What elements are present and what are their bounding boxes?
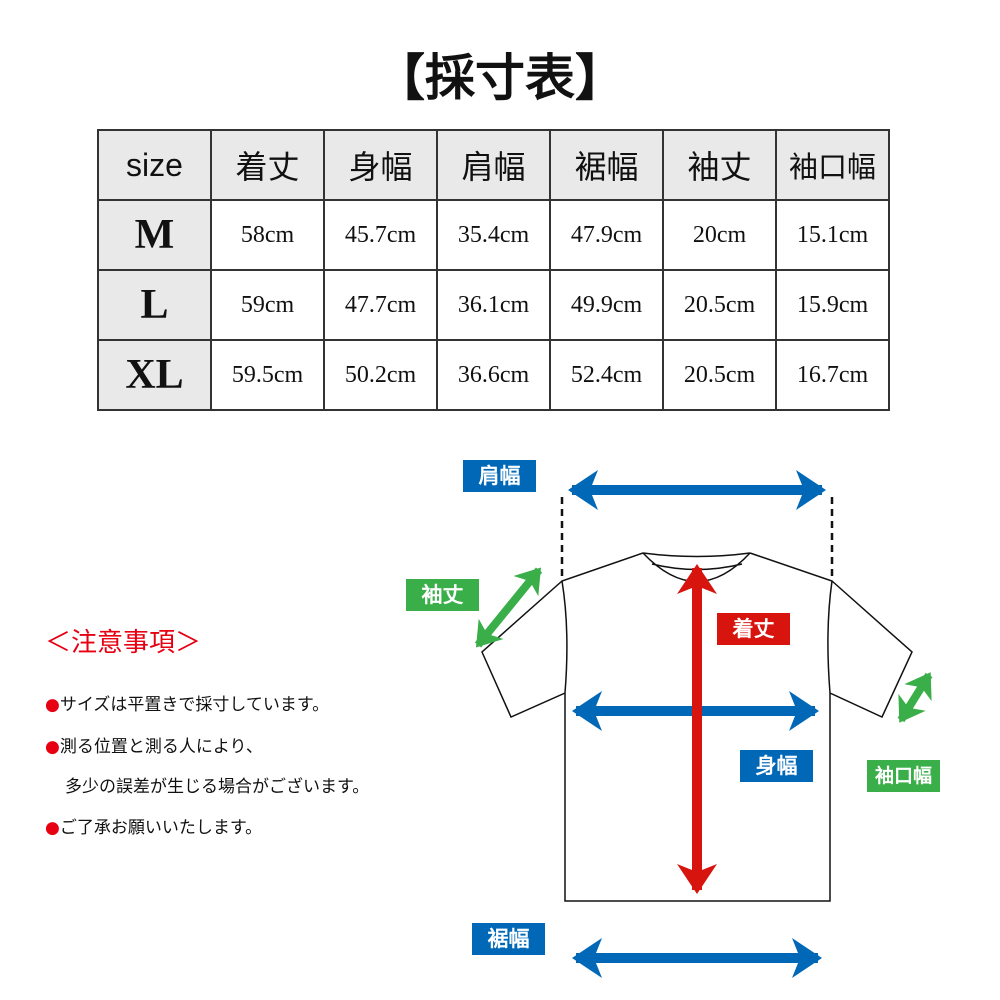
header-cell: 肩幅: [436, 129, 551, 201]
size-cell: XL: [97, 339, 212, 411]
table-cell: 20cm: [662, 199, 777, 271]
table-cell: 59.5cm: [210, 339, 325, 411]
table-cell: 15.1cm: [775, 199, 890, 271]
note-line: ●サイズは平置きで採寸しています。: [45, 695, 330, 715]
table-cell: 20.5cm: [662, 339, 777, 411]
bullet-icon: ●: [45, 695, 60, 715]
sleeve-arrow: [474, 567, 543, 648]
table-cell: 47.9cm: [549, 199, 664, 271]
header-cell: size: [97, 129, 212, 201]
bullet-icon: ●: [45, 737, 60, 757]
table-cell: 59cm: [210, 269, 325, 341]
label-sleeve: 袖丈: [406, 579, 479, 611]
bullet-icon: ●: [45, 818, 60, 838]
header-cell: 袖丈: [662, 129, 777, 201]
page-title: 【採寸表】: [375, 49, 625, 107]
table-row: XL 59.5cm 50.2cm 36.6cm 52.4cm 20.5cm 16…: [97, 339, 890, 411]
table-cell: 52.4cm: [549, 339, 664, 411]
table-cell: 15.9cm: [775, 269, 890, 341]
table-cell: 16.7cm: [775, 339, 890, 411]
note-line: ●ご了承お願いいたします。: [45, 818, 263, 838]
header-cell: 着丈: [210, 129, 325, 201]
note-line: ●測る位置と測る人により、: [45, 737, 263, 757]
note-line: 多少の誤差が生じる場合がございます。: [65, 777, 370, 797]
notes-title: ＜注意事項＞: [45, 628, 202, 658]
table-header-row: size 着丈 身幅 肩幅 裾幅 袖丈 袖口幅: [97, 129, 890, 201]
size-table: size 着丈 身幅 肩幅 裾幅 袖丈 袖口幅 M 58cm 45.7cm 35…: [97, 129, 890, 411]
table-cell: 45.7cm: [323, 199, 438, 271]
table-cell: 50.2cm: [323, 339, 438, 411]
header-cell: 身幅: [323, 129, 438, 201]
table-cell: 49.9cm: [549, 269, 664, 341]
table-cell: 47.7cm: [323, 269, 438, 341]
label-hem: 裾幅: [472, 923, 545, 955]
label-length: 着丈: [717, 613, 790, 645]
table-row: M 58cm 45.7cm 35.4cm 47.9cm 20cm 15.1cm: [97, 199, 890, 271]
table-row: L 59cm 47.7cm 36.1cm 49.9cm 20.5cm 15.9c…: [97, 269, 890, 341]
label-shoulder: 肩幅: [463, 460, 536, 492]
size-cell: L: [97, 269, 212, 341]
label-body: 身幅: [740, 750, 813, 782]
header-cell: 裾幅: [549, 129, 664, 201]
table-cell: 20.5cm: [662, 269, 777, 341]
cuff-arrow: [897, 672, 933, 723]
table-cell: 35.4cm: [436, 199, 551, 271]
header-cell: 袖口幅: [775, 129, 890, 201]
size-cell: M: [97, 199, 212, 271]
label-cuff: 袖口幅: [867, 760, 940, 792]
table-cell: 58cm: [210, 199, 325, 271]
table-cell: 36.1cm: [436, 269, 551, 341]
table-cell: 36.6cm: [436, 339, 551, 411]
